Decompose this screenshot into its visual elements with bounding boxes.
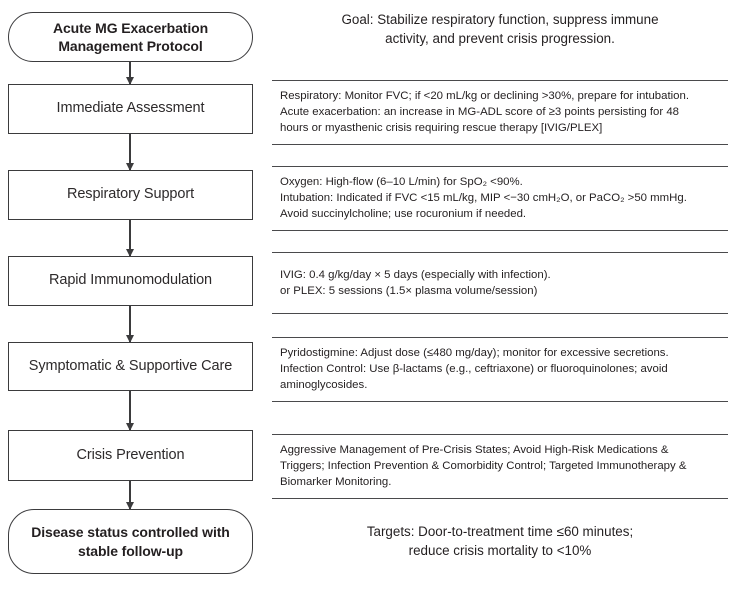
node-start[interactable]: Acute MG Exacerbation Management Protoco… <box>8 12 253 62</box>
note-crisis-prevention-text: Aggressive Management of Pre-Crisis Stat… <box>280 444 687 489</box>
note-crisis-prevention: Aggressive Management of Pre-Crisis Stat… <box>272 434 728 499</box>
targets-banner: Targets: Door-to-treatment time ≤60 minu… <box>272 522 728 560</box>
node-symptomatic-supportive-care-label: Symptomatic & Supportive Care <box>28 357 233 374</box>
goal-banner-text: Goal: Stabilize respiratory function, su… <box>341 12 659 47</box>
note-respiratory-support: Oxygen: High-flow (6–10 L/min) for SpO₂ … <box>272 166 728 231</box>
arrow-rapid-immunomodulation-to-symptomatic-supportive-care <box>129 306 131 342</box>
node-end[interactable]: Disease status controlled with stable fo… <box>8 509 253 574</box>
node-end-label: Disease status controlled with stable fo… <box>31 524 230 559</box>
arrow-immediate-assessment-to-respiratory-support <box>129 134 131 170</box>
node-start-label: Acute MG Exacerbation Management Protoco… <box>52 19 209 54</box>
arrow-symptomatic-supportive-care-to-crisis-prevention <box>129 391 131 430</box>
note-immediate-assessment: Respiratory: Monitor FVC; if <20 mL/kg o… <box>272 80 728 145</box>
arrow-crisis-prevention-to-end <box>129 481 131 509</box>
node-respiratory-support-label: Respiratory Support <box>66 186 195 203</box>
arrow-respiratory-support-to-rapid-immunomodulation <box>129 220 131 256</box>
note-symptomatic-supportive-care-text: Pyridostigmine: Adjust dose (≤480 mg/day… <box>280 347 669 392</box>
node-immediate-assessment[interactable]: Immediate Assessment <box>8 84 253 134</box>
arrow-start-to-immediate-assessment <box>129 62 131 84</box>
node-immediate-assessment-label: Immediate Assessment <box>56 100 205 117</box>
node-symptomatic-supportive-care[interactable]: Symptomatic & Supportive Care <box>8 342 253 391</box>
node-rapid-immunomodulation-label: Rapid Immunomodulation <box>48 272 213 289</box>
note-rapid-immunomodulation-text: IVIG: 0.4 g/kg/day × 5 days (especially … <box>280 269 551 298</box>
goal-banner: Goal: Stabilize respiratory function, su… <box>272 10 728 48</box>
node-respiratory-support[interactable]: Respiratory Support <box>8 170 253 220</box>
note-symptomatic-supportive-care: Pyridostigmine: Adjust dose (≤480 mg/day… <box>272 337 728 402</box>
note-rapid-immunomodulation: IVIG: 0.4 g/kg/day × 5 days (especially … <box>272 252 728 315</box>
targets-banner-text: Targets: Door-to-treatment time ≤60 minu… <box>366 524 634 559</box>
node-rapid-immunomodulation[interactable]: Rapid Immunomodulation <box>8 256 253 306</box>
node-crisis-prevention[interactable]: Crisis Prevention <box>8 430 253 481</box>
node-crisis-prevention-label: Crisis Prevention <box>76 446 185 463</box>
note-immediate-assessment-text: Respiratory: Monitor FVC; if <20 mL/kg o… <box>280 90 690 135</box>
note-respiratory-support-text: Oxygen: High-flow (6–10 L/min) for SpO₂ … <box>280 176 687 221</box>
